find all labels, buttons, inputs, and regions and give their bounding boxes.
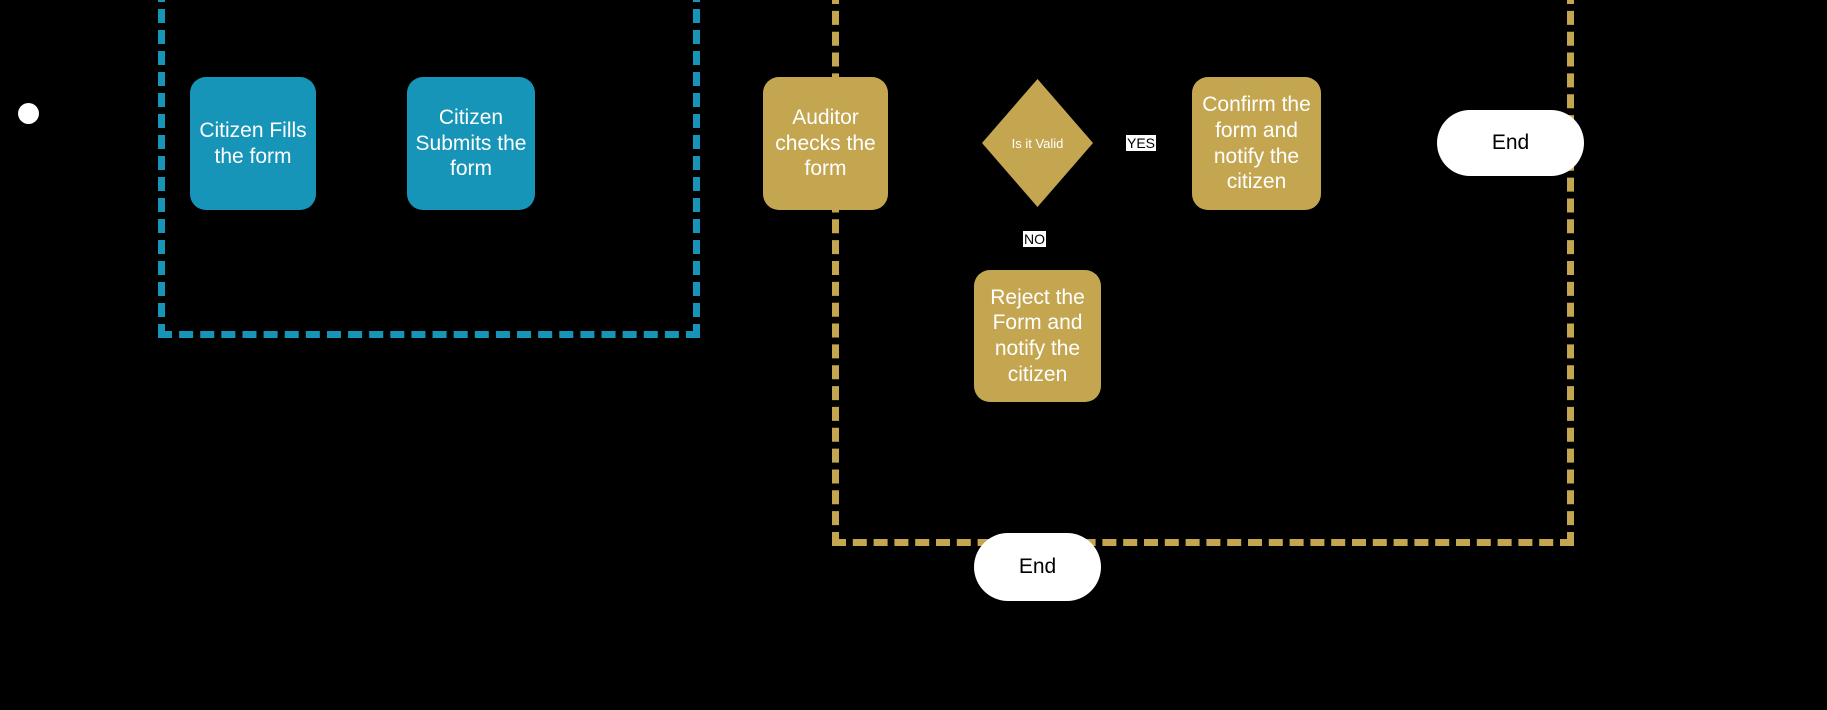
node-label: Citizen Submits the form	[415, 106, 527, 181]
end-node-right[interactable]: End	[1437, 110, 1584, 176]
node-citizen-submits-the-form[interactable]: Citizen Submits the form	[407, 77, 535, 210]
node-confirm-the-form-and-notify-the-citizen[interactable]: Confirm the form and notify the citizen	[1192, 77, 1321, 210]
edge-label-no: NO	[1023, 231, 1046, 247]
end-node-label: End	[1491, 131, 1530, 154]
node-is-it-valid-decision[interactable]: Is it Valid	[982, 79, 1093, 207]
node-label: Is it Valid	[1011, 135, 1064, 151]
citizen-lane-container	[158, 0, 700, 338]
node-reject-the-form-and-notify-the-citizen[interactable]: Reject the Form and notify the citizen	[974, 270, 1101, 402]
end-node-bottom[interactable]: End	[974, 533, 1101, 601]
node-auditor-checks-the-form[interactable]: Auditor checks the form	[763, 77, 888, 210]
auditor-lane-container	[832, 0, 1574, 546]
edge-label-yes: YES	[1126, 135, 1157, 151]
node-label: Confirm the form and notify the citizen	[1202, 93, 1311, 194]
node-label: Reject the Form and notify the citizen	[990, 285, 1085, 386]
node-label: Citizen Fills the form	[199, 118, 307, 168]
start-node[interactable]	[18, 103, 39, 124]
end-node-label: End	[1018, 555, 1057, 578]
node-label: Auditor checks the form	[775, 106, 876, 181]
node-citizen-fills-the-form[interactable]: Citizen Fills the form	[190, 77, 316, 210]
